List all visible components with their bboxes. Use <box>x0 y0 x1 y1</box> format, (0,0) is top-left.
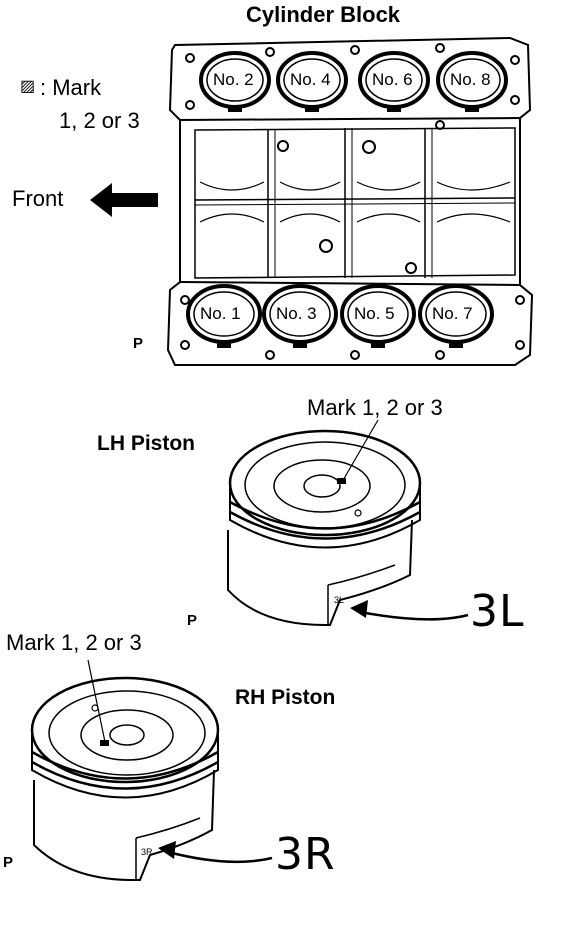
mark-legend-icon: ▨ <box>20 78 36 95</box>
lh-p-label: P <box>187 612 198 629</box>
front-arrow-icon <box>90 183 158 217</box>
cylinder-label: No. 1 <box>200 304 241 323</box>
cylinder-label: No. 5 <box>354 304 395 323</box>
cylinder-label: No. 2 <box>213 70 254 89</box>
lh-code-3l: 3L <box>470 586 525 637</box>
lh-piston-drawing: 3L <box>227 419 469 626</box>
lh-piston-title: LH Piston <box>97 432 195 455</box>
front-label: Front <box>12 186 64 211</box>
svg-text:3L: 3L <box>334 595 344 605</box>
cylinder-label: No. 3 <box>276 304 317 323</box>
legend-line2: 1, 2 or 3 <box>59 108 140 133</box>
block-title: Cylinder Block <box>246 2 401 27</box>
rh-piston-title: RH Piston <box>235 686 336 709</box>
block-p-label: P <box>133 335 144 352</box>
cylinder-label: No. 8 <box>450 70 491 89</box>
rh-mark-label: Mark 1, 2 or 3 <box>6 630 142 655</box>
rh-code-3r: 3R <box>275 829 336 880</box>
legend-line1: : Mark <box>40 75 102 100</box>
svg-text:3R: 3R <box>141 847 153 857</box>
cylinder-label: No. 7 <box>432 304 473 323</box>
cylinder-block-drawing <box>166 36 534 366</box>
rh-piston-drawing: 3R <box>30 659 273 881</box>
cylinder-label: No. 6 <box>372 70 413 89</box>
cylinder-label: No. 4 <box>290 70 331 89</box>
rh-p-label: P <box>3 854 14 871</box>
bottom-mark-tabs <box>217 341 463 348</box>
top-mark-tabs <box>228 105 479 112</box>
lh-mark-label: Mark 1, 2 or 3 <box>307 395 443 420</box>
